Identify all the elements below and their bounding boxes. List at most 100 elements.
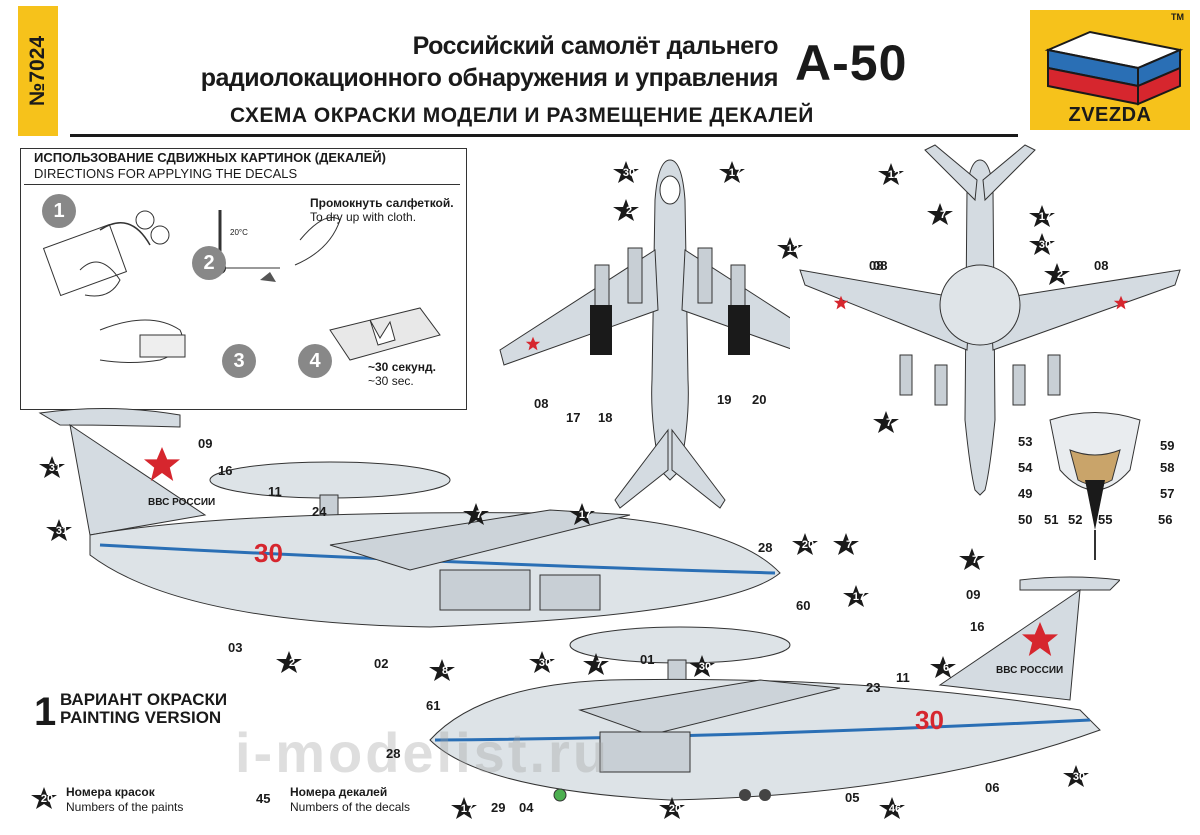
variant-number: 1 [34,690,57,734]
nose-decal-callout: 56 [1158,512,1173,527]
decal-callout: 61 [426,698,441,713]
paint-callout: 20 [791,532,819,556]
top-view-aircraft [499,159,790,509]
decal-callout: 08 [869,258,884,273]
decal-callout: 19 [717,392,732,407]
paint-callout: 17 [568,502,596,526]
header-divider [70,134,1018,137]
paint-callout: 7 [872,410,900,434]
tail-text-right: ВВС РОССИИ [996,665,1064,676]
legend-paint-symbol: 20 [30,786,58,810]
step-2-marker: 2 [192,246,226,280]
decal-callout: 06 [985,780,1000,795]
decal-callout: 02 [374,656,389,671]
page-subtitle: СХЕМА ОКРАСКИ МОДЕЛИ И РАЗМЕЩЕНИЕ ДЕКАЛЕ… [230,104,814,127]
side-view-left-aircraft [38,407,781,628]
nose-decal-callout: 55 [1098,512,1113,527]
paint-callout: 7 [832,532,860,556]
decal-callout: 03 [228,640,243,655]
paint-callout: 30 [688,654,716,678]
nose-decal-callout: 58 [1160,460,1175,475]
decal-callout: 60 [796,598,811,613]
decal-callout: 11 [268,484,282,499]
nose-decal-callout: 57 [1160,486,1175,501]
paint-callout: 20 [658,796,686,820]
watermark: i-modelist.ru [235,721,611,784]
instructions-subtitle: DIRECTIONS FOR APPLYING THE DECALS [34,166,298,181]
decal-callout: 08 [873,258,888,273]
decal-callout: 24 [312,504,327,519]
nose-decal-callout: 49 [1018,486,1033,501]
flag-icon [1044,30,1184,106]
brand-name: ZVEZDA [1068,104,1152,126]
paint-callout: 30 [1062,764,1090,788]
decal-callout: 09 [966,587,981,602]
paint-callout: 2 [612,198,640,222]
paint-callout: 46 [878,796,906,820]
decal-callout: 28 [758,540,773,555]
paint-callout: 17 [450,796,478,820]
paint-callout: 17 [718,160,746,184]
tail-text-left: ВВС РОССИИ [148,497,216,508]
variant-label-ru: ВАРИАНТ ОКРАСКИ [60,690,228,709]
nose-detail [1049,412,1141,560]
decal-instructions-panel [20,148,467,410]
decal-callout: 08 [534,396,549,411]
paint-callout: 30 [528,650,556,674]
instructions-title: ИСПОЛЬЗОВАНИЕ СДВИЖНЫХ КАРТИНОК (ДЕКАЛЕЙ… [34,150,386,165]
legend-decal-symbol: 45 [256,791,271,806]
brand-logo: TM [1030,10,1190,130]
model-name: А-50 [795,35,908,91]
paint-callout: 12 [776,236,804,260]
dry-label-ru: Промокнуть салфеткой. [310,196,454,210]
legend-decal-en: Numbers of the decals [290,800,411,814]
catalog-number-tab: №7024 [18,6,58,136]
step-1-marker: 1 [42,194,76,228]
decal-callout: 28 [386,746,401,761]
scissors-icon [42,210,170,297]
page-title-line2: радиолокационного обнаружения и управлен… [200,64,779,92]
nose-decal-callout: 54 [1018,460,1033,475]
decal-callout: 20 [752,392,767,407]
decal-callout: 09 [198,436,213,451]
decal-callout: 04 [519,800,534,815]
wait-label-en: ~30 sec. [368,374,414,388]
temperature-label: 20°C [230,228,248,237]
paint-callout: 7 [926,202,954,226]
nose-decal-callout: 50 [1018,512,1033,527]
instructions-illustration [42,210,441,363]
instructions-divider [24,184,460,185]
paint-callout: 31 [38,455,66,479]
paint-callout: 31 [45,518,73,542]
decal-callout: 23 [866,680,881,695]
paint-callout: 7 [462,502,490,526]
nose-decal-callout: 52 [1068,512,1083,527]
trademark: TM [1171,12,1184,22]
paint-callout: 30 [612,160,640,184]
decal-callout: 17 [566,410,581,425]
side-view-right-aircraft [429,576,1120,802]
paint-callout: 30 [1028,232,1056,256]
decal-callout: 18 [598,410,613,425]
paint-callout: 6 [929,655,957,679]
catalog-number: №7024 [26,35,50,107]
paint-callout: 17 [1028,204,1056,228]
dry-label-en: To dry up with cloth. [310,210,417,224]
nose-decal-callout: 53 [1018,434,1033,449]
legend-paint-ru: Номера красок [66,785,155,799]
decal-callout: 08 [1094,258,1109,273]
decal-callout: 01 [640,652,655,667]
decal-callout: 05 [845,790,860,805]
decal-callout: 16 [970,619,985,634]
step-4-marker: 4 [298,344,332,378]
paint-callout: 2 [1043,262,1071,286]
paint-callout: 7 [958,547,986,571]
decal-callout: 16 [218,463,233,478]
page-title-line1: Российский самолёт дальнего [412,32,779,60]
legend-decal-ru: Номера декалей [290,785,388,799]
decal-callout: 11 [896,670,910,685]
side-number-left: 30 [254,538,283,568]
variant-label-en: PAINTING VERSION [60,708,222,727]
side-number-right: 30 [915,705,944,735]
step-3-marker: 3 [222,344,256,378]
